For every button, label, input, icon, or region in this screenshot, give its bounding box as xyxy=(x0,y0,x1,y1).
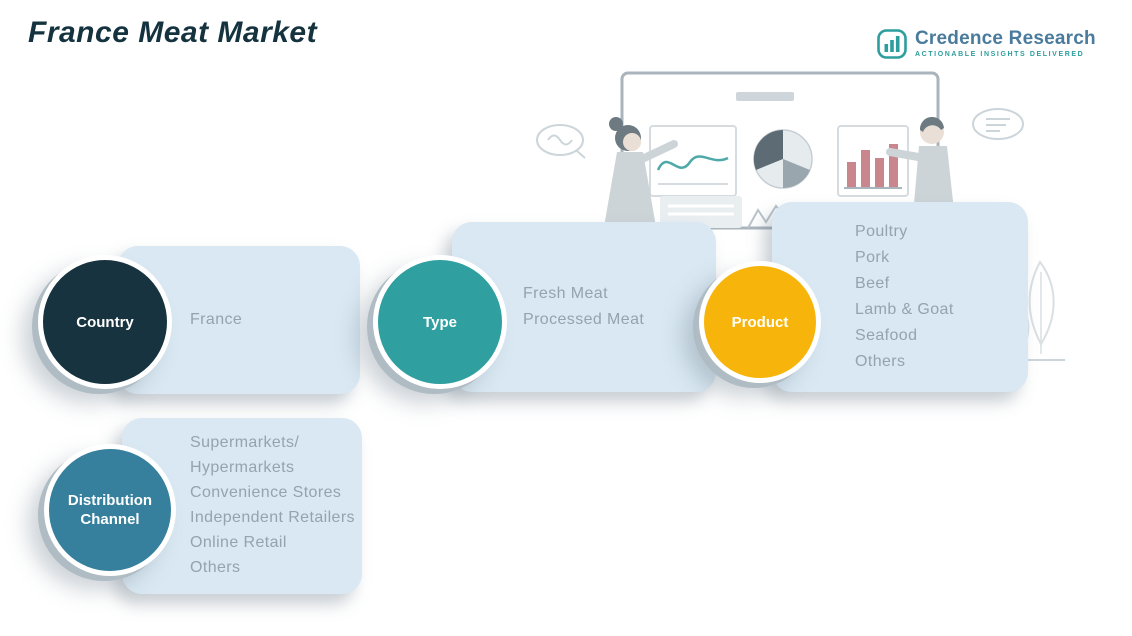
country-items: France xyxy=(118,246,360,394)
list-item: Others xyxy=(190,559,241,576)
bar-chart-card xyxy=(837,125,909,197)
distribution-channel-bubble-label: Distribution Channel xyxy=(67,492,153,528)
list-item: Convenience Stores xyxy=(190,484,342,501)
list-item: Supermarkets/ Hypermarkets xyxy=(190,434,300,476)
product-items: Poultry Pork Beef Lamb & Goat Seafood Ot… xyxy=(772,202,1028,392)
distribution-channel-panel: Supermarkets/ Hypermarkets Convenience S… xyxy=(122,418,362,594)
type-bubble: Type xyxy=(373,255,507,389)
line-chart-card xyxy=(649,125,737,197)
list-item: Beef xyxy=(855,275,890,292)
list-item: Fresh Meat xyxy=(523,285,608,302)
list-item: Lamb & Goat xyxy=(855,301,954,318)
distribution-channel-items: Supermarkets/ Hypermarkets Convenience S… xyxy=(122,418,362,594)
type-bubble-label: Type xyxy=(423,313,457,331)
list-item: Pork xyxy=(855,249,890,266)
list-item: Online Retail xyxy=(190,534,287,551)
distribution-channel-bubble: Distribution Channel xyxy=(44,444,176,576)
product-bubble: Product xyxy=(699,261,821,383)
pie-chart xyxy=(753,129,813,189)
speech-bubble-left xyxy=(536,124,586,159)
type-items: Fresh Meat Processed Meat xyxy=(452,222,716,392)
speech-bubble-right xyxy=(972,108,1024,140)
person-left xyxy=(602,117,678,238)
list-item: Others xyxy=(855,353,906,370)
country-bubble-label: Country xyxy=(76,313,134,331)
logo-text-wrap: Credence Research Actionable Insights De… xyxy=(915,28,1096,58)
list-item: Processed Meat xyxy=(523,311,645,328)
presentation-illustration xyxy=(536,71,1065,361)
bar-chart-logo-icon xyxy=(877,29,907,59)
list-item: Independent Retailers xyxy=(190,509,355,526)
list-item: Poultry xyxy=(855,223,908,240)
product-bubble-label: Product xyxy=(731,313,789,331)
logo-tagline: Actionable Insights Delivered xyxy=(915,51,1085,58)
notes-card xyxy=(660,196,742,228)
list-item: France xyxy=(190,311,243,328)
list-item: Seafood xyxy=(855,327,918,344)
page-title: France Meat Market xyxy=(28,16,318,49)
whiteboard xyxy=(620,71,940,230)
logo-name: Credence Research xyxy=(915,28,1096,49)
credence-research-logo: Credence Research Actionable Insights De… xyxy=(876,28,1096,60)
country-bubble: Country xyxy=(38,255,172,389)
